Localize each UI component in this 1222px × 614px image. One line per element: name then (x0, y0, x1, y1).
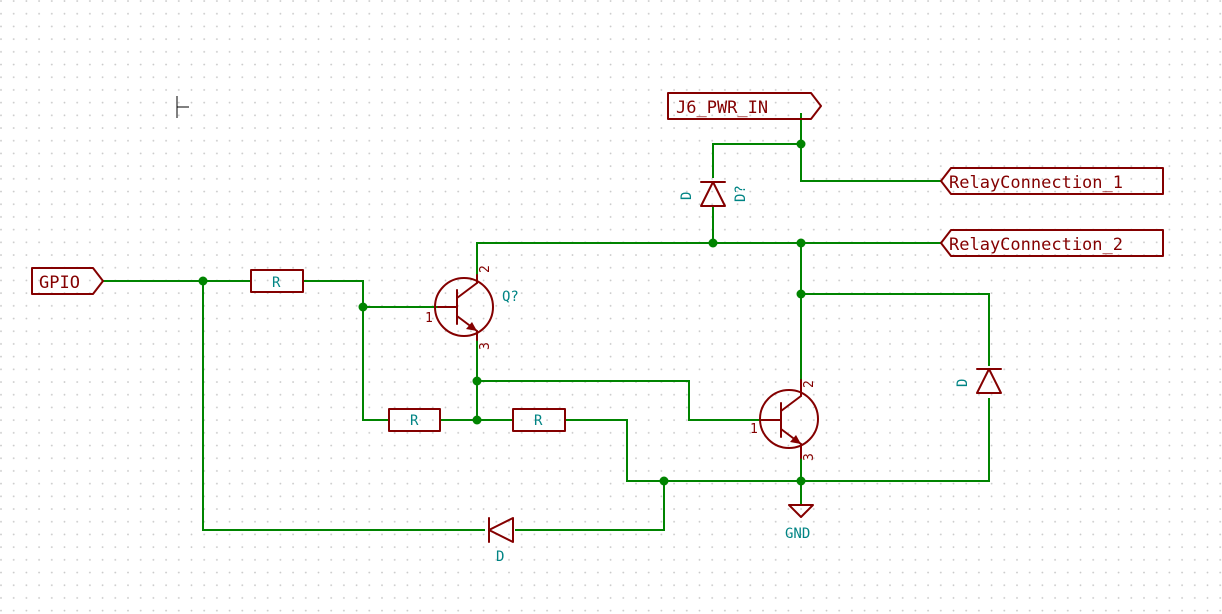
wires (103, 113, 990, 531)
diode-top-ref: D? (733, 185, 749, 202)
ground-symbol[interactable]: GND (785, 504, 814, 542)
diode-top-value: D (679, 192, 695, 200)
transistor-q1-ref: Q? (502, 289, 519, 305)
port-gpio[interactable]: GPIO (31, 267, 104, 295)
diode-top[interactable]: D D? (679, 181, 749, 207)
transistor-q2-pin-base: 1 (750, 422, 758, 437)
diode-right-value: D (955, 379, 971, 387)
transistor-q2-pin-emitter: 3 (802, 453, 817, 461)
transistor-q1-pin-collector: 2 (478, 265, 493, 273)
transistor-q1-pin-base: 1 (425, 311, 433, 326)
resistor-r1-value: R (272, 275, 281, 291)
transistor-q1-pin-emitter: 3 (478, 342, 493, 350)
port-gpio-label: GPIO (39, 273, 80, 293)
junctions (198, 139, 806, 486)
diode-bottom-value: D (496, 549, 504, 565)
transistor-q2[interactable]: 1 2 3 (750, 379, 819, 461)
port-j6-pwr-in-label: J6_PWR_IN (676, 98, 768, 118)
resistor-r3[interactable]: R (512, 408, 566, 432)
resistor-r1[interactable]: R (250, 269, 304, 293)
transistor-q1[interactable]: Q? 1 2 3 (425, 265, 519, 350)
port-relay-connection-2-label: RelayConnection_2 (949, 235, 1123, 255)
resistor-r2[interactable]: R (388, 408, 441, 432)
resistor-r3-value: R (534, 413, 543, 429)
port-relay-connection-2[interactable]: RelayConnection_2 (940, 229, 1164, 257)
ground-label: GND (785, 526, 810, 542)
transistor-q2-pin-collector: 2 (802, 380, 817, 388)
port-relay-connection-1-label: RelayConnection_1 (949, 173, 1123, 193)
cursor-mark (176, 96, 189, 118)
diode-bottom[interactable]: D (488, 517, 514, 565)
port-relay-connection-1[interactable]: RelayConnection_1 (940, 167, 1164, 195)
diode-right[interactable]: D (955, 368, 1002, 394)
resistor-r2-value: R (410, 413, 419, 429)
port-j6-pwr-in[interactable]: J6_PWR_IN (667, 92, 822, 120)
